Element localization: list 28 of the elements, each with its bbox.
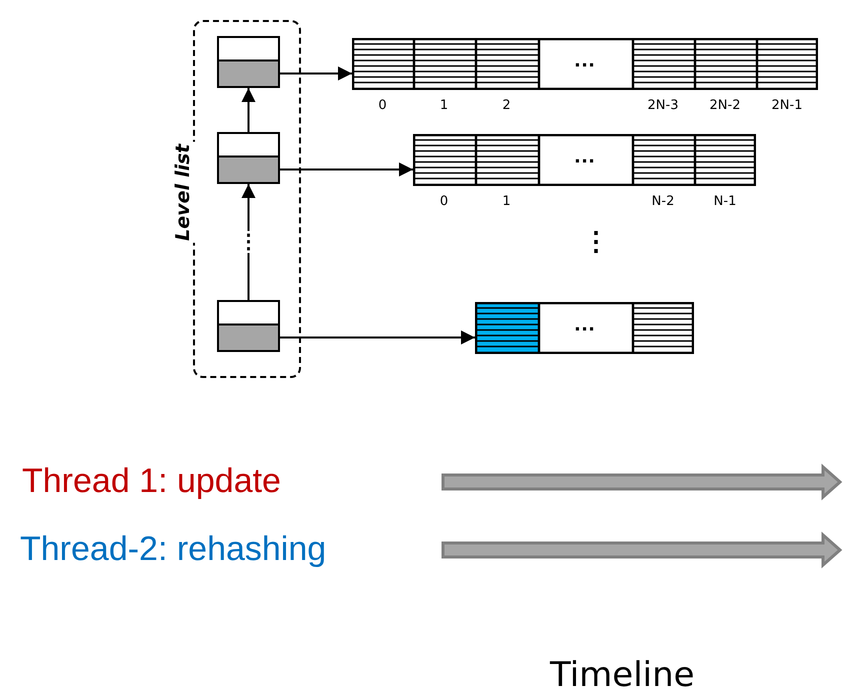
level-entry-box (217, 36, 280, 88)
arrow (242, 88, 256, 132)
arrow (280, 66, 352, 80)
thread-label: Thread 1: update (22, 462, 281, 501)
bucket-array (413, 134, 756, 186)
level-entry-box (217, 132, 280, 184)
thread-label: Thread-2: rehashing (20, 530, 326, 569)
ellipsis-text: ... (574, 48, 596, 71)
index-label: 2 (502, 98, 511, 113)
index-label: 2N-1 (772, 98, 802, 113)
ellipsis-text: ... (574, 312, 596, 335)
index-label: N-1 (714, 194, 736, 209)
index-label: 0 (440, 194, 448, 209)
level-entry-box (217, 300, 280, 352)
arrow (242, 184, 256, 300)
index-label: 1 (440, 98, 448, 113)
ellipsis-text: ... (574, 144, 596, 167)
index-label: 1 (502, 194, 511, 209)
bucket-array (352, 38, 818, 90)
index-label: 2N-2 (710, 98, 740, 113)
index-label: N-2 (652, 194, 674, 209)
arrow (280, 162, 413, 176)
bucket-array (475, 302, 694, 354)
index-label: 0 (378, 98, 387, 113)
axis-title: Timeline (550, 655, 695, 695)
index-label: 2N-3 (648, 98, 678, 113)
arrow (280, 330, 475, 344)
ellipsis-text: ⋮ (583, 226, 609, 256)
